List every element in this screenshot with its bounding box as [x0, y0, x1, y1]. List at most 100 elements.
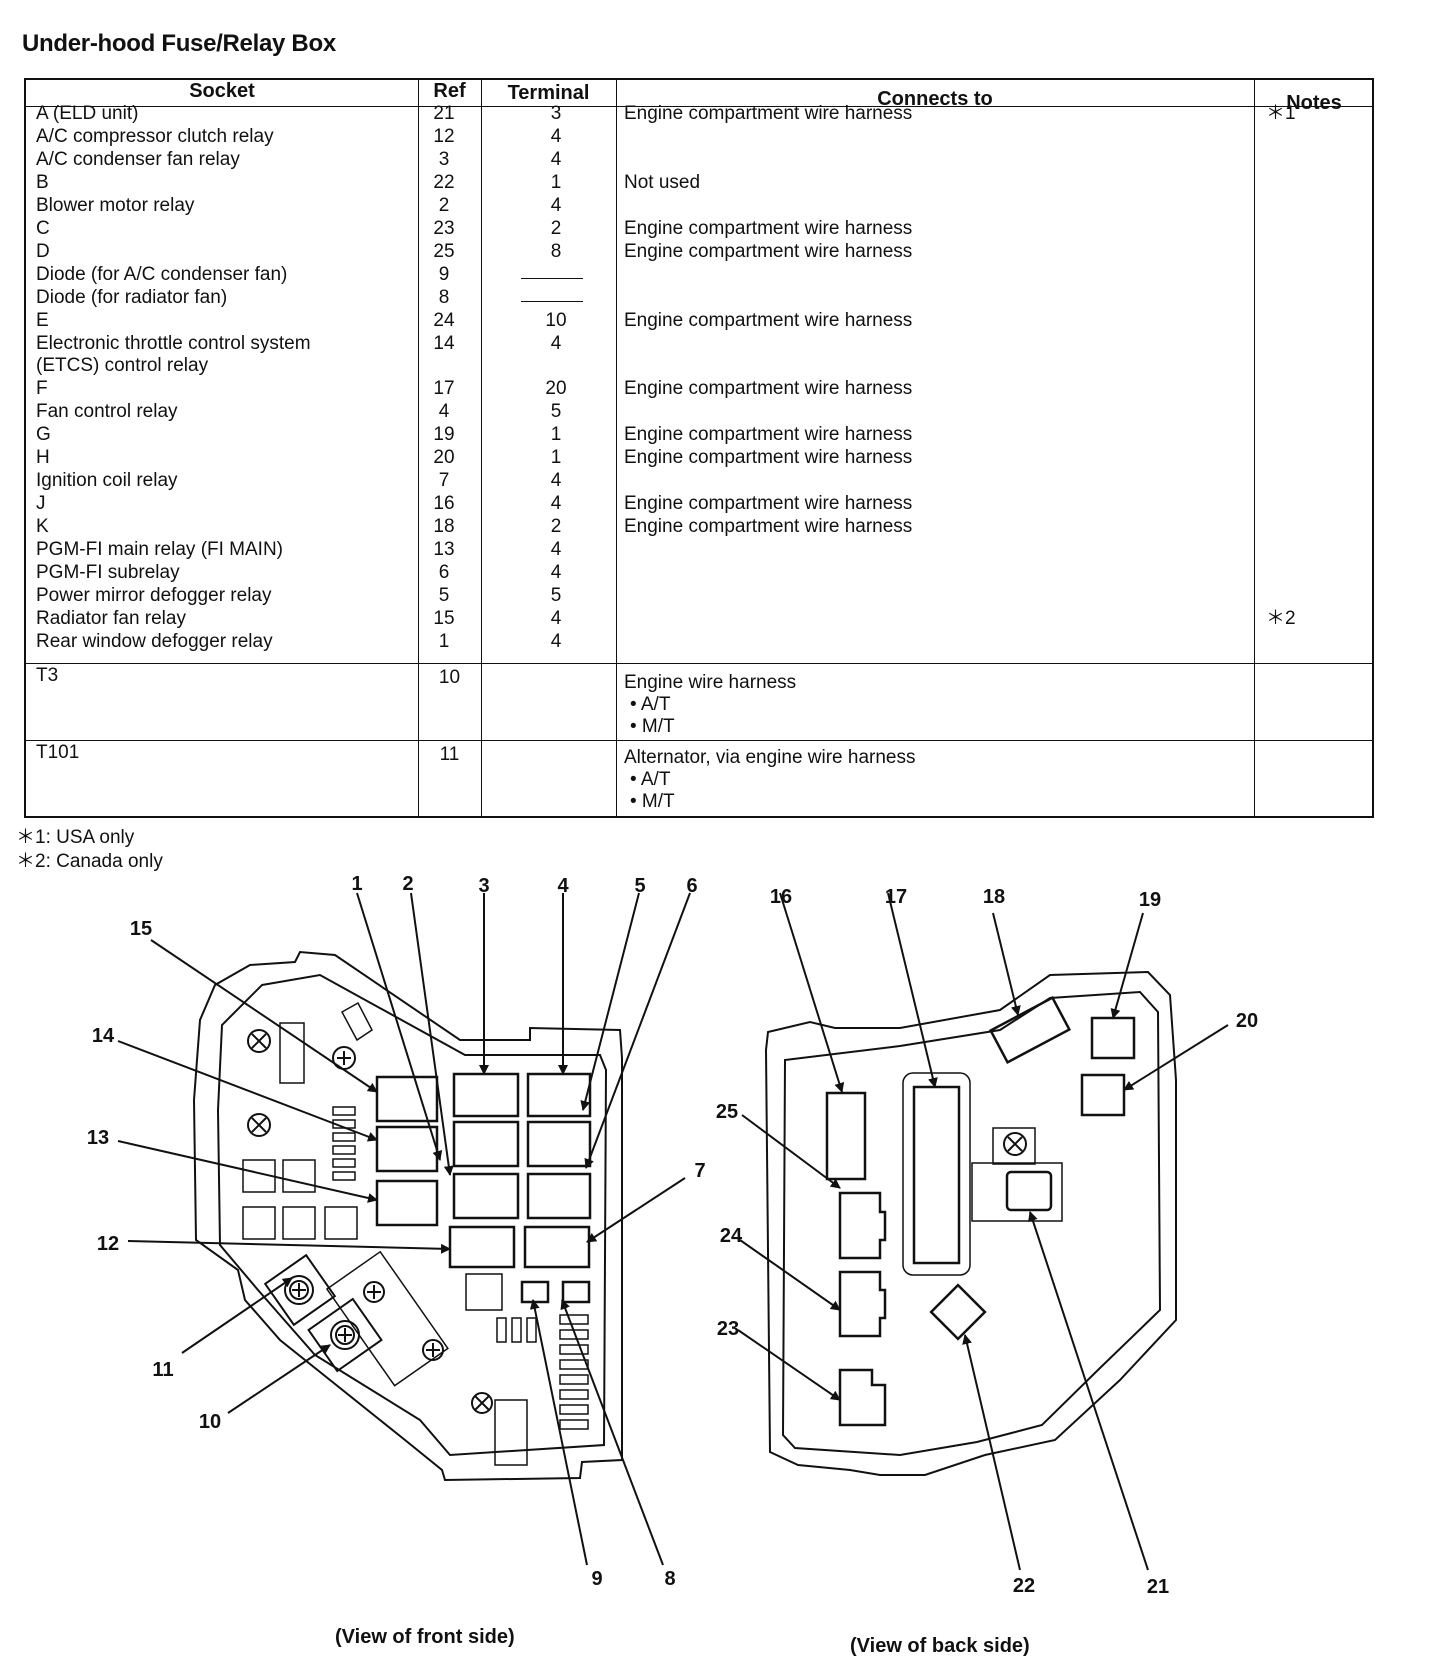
- connects-cell: Engine compartment wire harness: [624, 241, 913, 262]
- callout-5: 5: [634, 875, 645, 897]
- callout-6: 6: [686, 875, 697, 897]
- ref-cell: 3: [438, 149, 450, 170]
- back-side-box: [764, 970, 1177, 1476]
- t3-ref: 10: [438, 667, 461, 688]
- column-divider: [1254, 80, 1255, 816]
- socket-cell: PGM-FI main relay (FI MAIN): [36, 539, 284, 560]
- terminal-cell: 5: [550, 401, 562, 422]
- table-row: Diode (for A/C condenser fan)9: [26, 263, 1372, 286]
- row-divider: [26, 740, 1372, 741]
- ref-cell: 24: [433, 310, 455, 331]
- ref-cell: 22: [433, 172, 455, 193]
- socket-cell: Blower motor relay: [36, 195, 195, 216]
- terminal-dash: [521, 278, 583, 279]
- callout-3: 3: [478, 875, 489, 897]
- callout-17: 17: [885, 886, 907, 908]
- callout-21: 21: [1147, 1576, 1169, 1598]
- header-connects-to: Connects to: [877, 88, 993, 110]
- header-notes: Notes: [1286, 92, 1342, 114]
- terminal-cell: 4: [550, 562, 562, 583]
- ref-cell: 2: [438, 195, 450, 216]
- callout-16: 16: [770, 886, 792, 908]
- t3-connects: Engine wire harness: [624, 672, 797, 693]
- socket-cell: E: [36, 310, 49, 331]
- ref-cell: 18: [433, 516, 455, 537]
- t101-socket: T101: [36, 742, 80, 763]
- socket-cell: A/C condenser fan relay: [36, 149, 240, 170]
- ref-cell: 4: [438, 401, 450, 422]
- terminal-cell: 5: [550, 585, 562, 606]
- callout-15: 15: [130, 918, 152, 940]
- terminal-cell: 4: [550, 631, 562, 652]
- socket-cell: Electronic throttle control system: [36, 333, 311, 354]
- terminal-cell: 1: [550, 424, 562, 445]
- notes-cell: ＊2: [1266, 608, 1296, 629]
- socket-cell: Radiator fan relay: [36, 608, 186, 629]
- header-ref: Ref: [433, 80, 466, 102]
- column-divider: [418, 80, 419, 816]
- ref-cell: 1: [438, 631, 450, 652]
- terminal-cell: 4: [550, 493, 562, 514]
- ref-cell: 8: [438, 287, 450, 308]
- terminal-cell: 20: [545, 378, 567, 399]
- connects-cell: Engine compartment wire harness: [624, 310, 913, 331]
- connects-cell: Not used: [624, 172, 701, 193]
- leader-lines: [117, 892, 1229, 1571]
- ref-cell: 7: [438, 470, 450, 491]
- connects-cell: Engine compartment wire harness: [624, 424, 913, 445]
- socket-cell: PGM-FI subrelay: [36, 562, 180, 583]
- table-row: Blower motor relay 2 4: [26, 194, 1372, 217]
- callout-9: 9: [591, 1568, 602, 1590]
- socket-cell: G: [36, 424, 51, 445]
- terminal-cell: 8: [550, 241, 562, 262]
- socket-cell: K: [36, 516, 49, 537]
- socket-cell: C: [36, 218, 50, 239]
- header-divider: [26, 106, 1372, 107]
- terminal-cell: 4: [550, 195, 562, 216]
- terminal-cell: 2: [550, 516, 562, 537]
- table-row: Diode (for radiator fan)8: [26, 286, 1372, 309]
- socket-cell: Rear window defogger relay: [36, 631, 273, 652]
- socket-cell: Ignition coil relay: [36, 470, 178, 491]
- socket-cell: Fan control relay: [36, 401, 178, 422]
- terminal-cell: 4: [550, 149, 562, 170]
- back-relay-sockets: [825, 995, 1136, 1427]
- ref-cell: 15: [433, 608, 455, 629]
- table-row: Radiator fan relay 15 4 ＊2: [26, 607, 1372, 630]
- t3-socket: T3: [36, 665, 59, 686]
- socket-cell: J: [36, 493, 46, 514]
- callout-25: 25: [716, 1101, 738, 1123]
- ref-cell: 23: [433, 218, 455, 239]
- terminal-cell: 4: [550, 608, 562, 629]
- connects-cell: Engine compartment wire harness: [624, 103, 913, 124]
- table-row: E 24 10 Engine compartment wire harness: [26, 309, 1372, 332]
- callout-10: 10: [199, 1411, 221, 1433]
- callout-11: 11: [152, 1359, 173, 1381]
- row-divider: [26, 663, 1372, 664]
- terminal-cell: 10: [545, 310, 567, 331]
- t101-sub-at: • A/T: [630, 769, 671, 790]
- ref-cell: 25: [433, 241, 455, 262]
- ref-cell: 9: [438, 264, 450, 285]
- front-view-caption: (View of front side): [335, 1626, 515, 1648]
- callout-8: 8: [664, 1568, 675, 1590]
- t101-sub-mt: • M/T: [630, 791, 675, 812]
- callout-7: 7: [694, 1160, 705, 1182]
- notes-cell: ＊1: [1266, 103, 1296, 124]
- page-title: Under-hood Fuse/Relay Box: [22, 30, 336, 57]
- terminal-cell: 4: [550, 126, 562, 147]
- socket-cell: H: [36, 447, 50, 468]
- ref-cell: 21: [433, 103, 455, 124]
- t101-connects: Alternator, via engine wire harness: [624, 747, 916, 768]
- ref-cell: 6: [438, 562, 450, 583]
